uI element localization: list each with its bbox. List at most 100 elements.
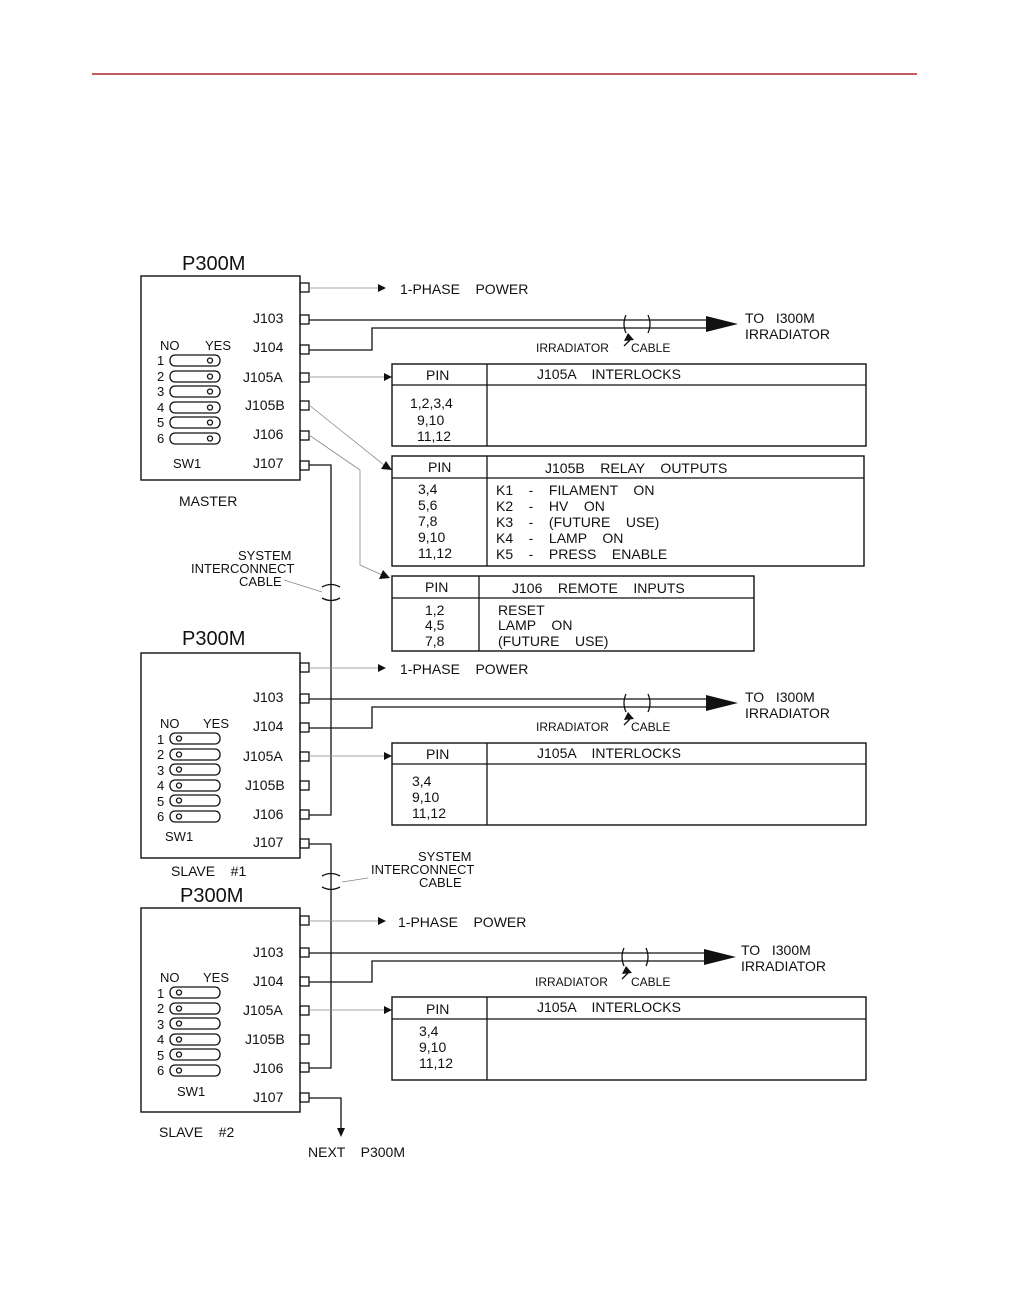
interconnect-cable-line [309, 843, 332, 1069]
arrow-icon [706, 316, 738, 332]
switch-number: 3 [157, 384, 164, 399]
table-j105a-slave-2: PIN J105A INTERLOCKS 3,4 9,10 11,12 [391, 996, 867, 1081]
sw-label: SW1 [173, 456, 201, 471]
switch-number: 1 [157, 986, 164, 1001]
table-j105a-master: PIN J105A INTERLOCKS 1,2,3,4 9,10 11,12 [391, 363, 867, 447]
table-title: J105A INTERLOCKS [537, 366, 681, 382]
table-pin: 7,8 [425, 633, 445, 649]
cable-break-icon [623, 314, 651, 334]
sw-label: SW1 [177, 1084, 205, 1099]
next-unit-line [309, 1097, 342, 1128]
arrow-icon [706, 695, 738, 711]
pointer-line [621, 972, 629, 980]
connector-label-j106: J106 [253, 1060, 284, 1076]
table-desc: K4 - LAMP ON [496, 530, 623, 546]
unit-role-label: MASTER [179, 493, 237, 509]
power-label: 1-PHASE POWER [398, 914, 526, 930]
table-pin: 11,12 [417, 428, 451, 444]
sw-no-label: NO [160, 338, 180, 353]
table-pin-header: PIN [428, 459, 451, 475]
power-label: 1-PHASE POWER [400, 281, 528, 297]
table-pin-header: PIN [426, 746, 449, 762]
pointer-line [623, 718, 631, 726]
table-pin: 9,10 [412, 789, 439, 805]
output-to-label: IRRADIATOR [745, 326, 830, 342]
sw-yes-label: YES [203, 970, 229, 985]
connector-label-j105a: J105A [243, 1002, 283, 1018]
unit-slave-1: P300M NO YES 1 2 3 4 5 6 SW1 J103 J104 J… [140, 628, 830, 1069]
table-pin: 9,10 [419, 1039, 446, 1055]
switch-number: 4 [157, 778, 164, 793]
unit-role-label: SLAVE #2 [159, 1124, 234, 1140]
switch-number: 3 [157, 763, 164, 778]
leader-line [308, 404, 385, 466]
switch-number: 1 [157, 732, 164, 747]
table-j106-remote-inputs: PIN J106 REMOTE INPUTS 1,2 4,5 7,8 RESET… [391, 575, 755, 652]
connector-label-j103: J103 [253, 944, 284, 960]
unit-master: P300M NO YES 1 2 3 4 5 6 SW1 J103 J104 J… [140, 253, 830, 816]
cable-label: IRRADIATOR [536, 720, 609, 734]
output-to-label: IRRADIATOR [741, 958, 826, 974]
cable-break-icon [621, 947, 649, 967]
table-desc: (FUTURE USE) [498, 633, 608, 649]
connector-pins [299, 662, 310, 849]
table-desc: LAMP ON [498, 617, 572, 633]
cable-label: CABLE [631, 720, 670, 734]
connector-label-j103: J103 [253, 310, 284, 326]
table-pin: 1,2 [425, 602, 445, 618]
connector-label-j106: J106 [253, 806, 284, 822]
sw-no-label: NO [160, 970, 180, 985]
table-desc: RESET [498, 602, 545, 618]
table-title: J105A INTERLOCKS [537, 999, 681, 1015]
cable-break-icon [321, 872, 341, 891]
table-j105b-relay-outputs: PIN J105B RELAY OUTPUTS 3,4 5,6 7,8 9,10… [391, 455, 865, 567]
table-pin-header: PIN [425, 579, 448, 595]
leader-line [308, 434, 383, 576]
irradiator-cable-line [309, 960, 704, 983]
unit-title: P300M [182, 253, 245, 275]
table-title: J105A INTERLOCKS [537, 745, 681, 761]
cable-label: IRRADIATOR [536, 341, 609, 355]
table-pin: 11,12 [419, 1055, 453, 1071]
connector-label-j105b: J105B [245, 777, 285, 793]
table-desc: K3 - (FUTURE USE) [496, 514, 659, 530]
output-to-label: TO I300M [745, 310, 815, 326]
table-pin: 11,12 [412, 805, 446, 821]
table-pin: 1,2,3,4 [410, 395, 453, 411]
switch-number: 6 [157, 431, 164, 446]
switch-number: 6 [157, 809, 164, 824]
cable-label: CABLE [631, 341, 670, 355]
interconnect-label: CABLE [239, 574, 282, 589]
interconnect-label: SYSTEM [418, 849, 471, 864]
switch-number: 5 [157, 794, 164, 809]
arrow-icon [378, 664, 386, 672]
interconnect-cable-label-2: SYSTEM INTERCONNECT CABLE [321, 849, 474, 891]
irradiator-cable-line [309, 706, 706, 729]
interconnect-label: CABLE [419, 875, 462, 890]
table-j105a-slave-1: PIN J105A INTERLOCKS 3,4 9,10 11,12 [391, 742, 867, 826]
switch-number: 4 [157, 1032, 164, 1047]
connector-label-j105a: J105A [243, 369, 283, 385]
cable-break-icon [623, 693, 651, 713]
switch-number: 5 [157, 415, 164, 430]
table-pin: 3,4 [419, 1023, 439, 1039]
dip-switch [169, 354, 221, 445]
connector-label-j107: J107 [253, 1089, 284, 1105]
irradiator-cable-line [309, 327, 706, 351]
arrow-icon [622, 966, 632, 974]
sw-yes-label: YES [205, 338, 231, 353]
sw-no-label: NO [160, 716, 180, 731]
arrow-icon [378, 284, 386, 292]
table-title: J105B RELAY OUTPUTS [545, 460, 727, 476]
pointer-line [341, 877, 369, 883]
connector-label-j104: J104 [253, 973, 284, 989]
table-pin-header: PIN [426, 367, 449, 383]
interconnect-cable-line [309, 464, 332, 816]
cable-label: IRRADIATOR [535, 975, 608, 989]
connector-label-j105b: J105B [245, 1031, 285, 1047]
connector-label-j107: J107 [253, 834, 284, 850]
table-pin: 5,6 [418, 497, 438, 513]
connector-label-j105b: J105B [245, 397, 285, 413]
switch-number: 6 [157, 1063, 164, 1078]
arrow-icon [381, 461, 392, 470]
